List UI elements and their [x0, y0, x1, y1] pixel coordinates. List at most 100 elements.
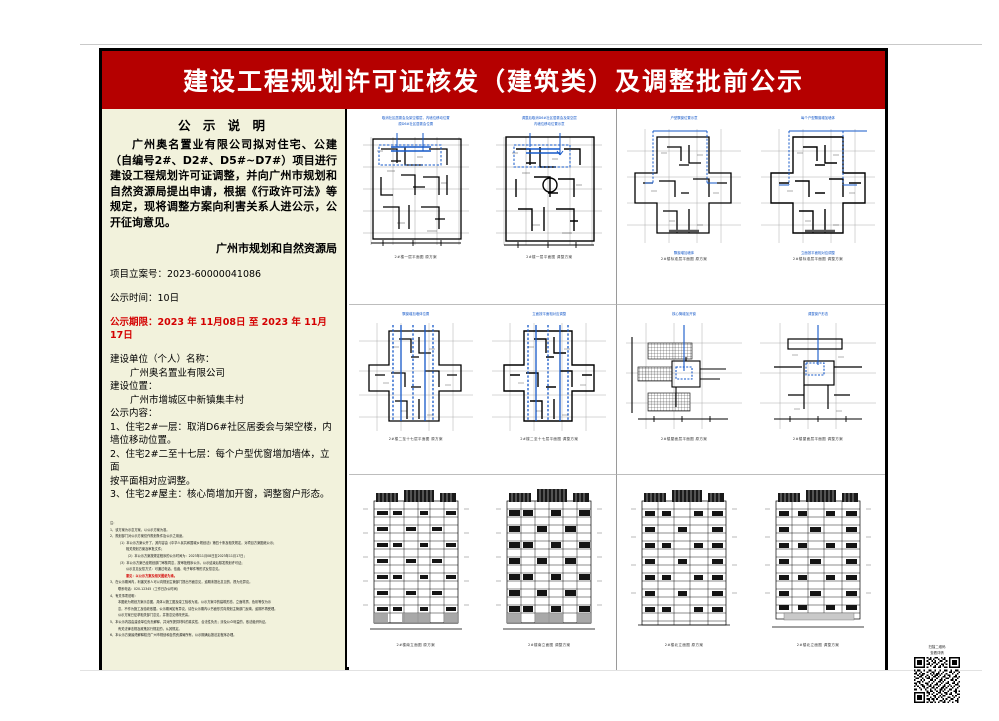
- plan-callout: 原D6#社区居委会位置: [398, 122, 434, 126]
- fineprint-line: （3）本公示方案已经规划部门审核同意，按审批程序公示，公示结束后核发规划许可证；: [118, 560, 245, 565]
- figure-caption: 2#楼二至十七层平面图 原方案: [388, 437, 443, 441]
- floorplan-drawing: [761, 129, 875, 243]
- qr-caption-line1: 扫描二维码: [928, 645, 946, 649]
- plan-callout: 取消社区居委会及架空楼层，内墙位移动位置: [381, 116, 450, 120]
- figure-caption: 2#楼屋面层平面图 原方案: [660, 437, 708, 441]
- build-unit-label: 建设单位（个人）名称：: [110, 354, 215, 365]
- floorplan-drawing: [492, 323, 607, 431]
- fineprint-line: 5、本公示内容由建设单位负责解释，并对所提供材料的真实性、合法性负责；涉及公众利…: [110, 619, 269, 624]
- build-location-value: 广州市增城区中新镇集丰村: [130, 394, 245, 406]
- fineprint-line: 意见：以公示方案及相关图纸为准。: [126, 573, 177, 578]
- case-number-value: 2023-60000041086: [167, 269, 262, 280]
- fineprint-line: 公示方案已征求相关部门意见，并按意见修改完善。: [118, 613, 192, 618]
- figure-elevation: 2#楼南立面图 调整方案: [493, 485, 605, 648]
- figure-roofplan: 调整窗户形态: [758, 311, 878, 442]
- build-unit-value: 广州奥名置业有限公司: [130, 367, 226, 379]
- figure-roofplan: 核心筒增加开窗: [624, 311, 744, 442]
- build-unit-row: 建设单位（个人）名称： 广州奥名置业有限公司: [110, 353, 337, 380]
- fineprint-line: 有关法律法规及政策另行规定的，从其规定。: [118, 626, 182, 631]
- plan-callout: 调整后取消D6#社区居委会及架空层: [521, 116, 577, 120]
- case-number-row: 项目立案号：2023-60000041086: [110, 268, 337, 281]
- fineprint-line: （2）本公示方案按规定程序的公示时间为：2023年11月08日至2023年11月…: [126, 553, 247, 558]
- case-number-label: 项目立案号：: [110, 269, 168, 280]
- figure-caption: 2#楼一层平面图 调整方案: [526, 255, 573, 259]
- fineprint-line: （1）本公示方案公开了，其内容由《中华人民共和国城乡规划法》第四十条及相关规定，…: [118, 540, 277, 545]
- qr-code-icon[interactable]: [914, 657, 960, 703]
- floorplan-drawing: [627, 129, 741, 243]
- fineprint-line: 2、规划部门对公示方案仅作规划条件及公示之用途。: [110, 534, 186, 539]
- floorplan-drawing: [362, 133, 469, 246]
- fineprint-line: 相关规划方案及审批文件；: [126, 547, 165, 552]
- elevation-drawing: [496, 489, 603, 630]
- period-value: 2023 年 11月08日 至 2023 年 11月17日: [110, 317, 327, 341]
- figure-caption: 2#楼标准层平面图 调整方案: [792, 257, 844, 261]
- figure-elevation: 2#楼北立面图 调整方案: [762, 485, 874, 648]
- figure-caption: 2#楼南立面图 原方案: [396, 643, 435, 647]
- notice-content-label: 公示内容：: [110, 408, 158, 419]
- drawing-panel-elev-row: 2#楼南立面图 原方案: [349, 475, 617, 670]
- figure-caption: 2#楼南立面图 调整方案: [528, 643, 571, 647]
- figure-floorplan: 每个户型飘窗增加墙体: [757, 115, 879, 262]
- fineprint-line: 联系电话：020-12345（工作日办公时间）: [118, 586, 180, 591]
- plan-callout: 飘窗增加墙体位置: [402, 312, 430, 316]
- legal-fineprint: 注： 1、该方案为示意方案，以公示方案为准。 2、规划部门对公示方案仅作规划条件…: [110, 521, 339, 640]
- drawing-panel-elev-row2: 2#楼北立面图 原方案: [617, 475, 885, 670]
- plan-callout: 飘窗增加墙体: [673, 251, 695, 255]
- figure-floorplan: 户型飘窗位置示意: [623, 115, 745, 262]
- info-paragraph: 广州奥名置业有限公司拟对住宅、公建（自编号2#、D2#、D5#~D7#）项目进行…: [110, 138, 337, 229]
- fineprint-line: 1、该方案为示意方案，以公示方案为准。: [110, 527, 170, 532]
- drawing-sheet-area: 取消社区居委会及架空楼层，内墙位移动位置 原D6#社区居委会位置: [349, 109, 885, 670]
- fineprint-line: 注：: [110, 521, 117, 525]
- plan-callout: 内墙位移动位置示意: [533, 122, 565, 126]
- fineprint-line: 公示意见反馈方式：可通过电话、信函、电子邮件等形式反馈意见。: [126, 567, 222, 572]
- drawing-panel-plan-row1: 取消社区居委会及架空楼层，内墙位移动位置 原D6#社区居委会位置: [349, 109, 617, 305]
- roofplan-drawing: [760, 323, 876, 429]
- figure-floorplan: 立面按平面相对应调整: [490, 311, 608, 442]
- notice-content-list: 1、住宅2#一层：取消D6#社区居委会与架空楼，内墙位移动位置。 2、住宅2#二…: [110, 421, 337, 502]
- drawing-panel-plan-row2: 飘窗增加墙体位置: [349, 305, 617, 475]
- period-row: 公示期限：2023 年 11月08日 至 2023 年 11月17日: [110, 316, 337, 342]
- figure-caption: 2#楼北立面图 调整方案: [796, 643, 840, 647]
- qr-caption-line2: 查看详情: [930, 651, 944, 655]
- elevation-drawing: [362, 490, 469, 630]
- page-title: 建设工程规划许可证核发（建筑类）及调整批前公示: [182, 67, 804, 96]
- figure-floorplan: 取消社区居委会及架空楼层，内墙位移动位置 原D6#社区居委会位置: [357, 115, 475, 260]
- period-label: 公示期限：: [110, 317, 158, 328]
- figure-elevation: 2#楼北立面图 原方案: [628, 485, 740, 648]
- notice-info-panel: 公 示 说 明 广州奥名置业有限公司拟对住宅、公建（自编号2#、D2#、D5#~…: [102, 109, 347, 670]
- notice-content-item: 1、住宅2#一层：取消D6#社区居委会与架空楼，内墙位移动位置。: [110, 421, 332, 447]
- plan-callout: 户型飘窗位置示意: [670, 116, 698, 120]
- notice-content-item: 3、住宅2#屋主：核心筒增加开窗，调整窗户形态。: [110, 489, 330, 500]
- title-banner: 建设工程规划许可证核发（建筑类）及调整批前公示: [102, 51, 885, 109]
- figure-elevation: 2#楼南立面图 原方案: [360, 485, 472, 648]
- roofplan-drawing: [626, 323, 742, 429]
- duration-row: 公示时间：10日: [110, 292, 337, 305]
- notice-content-item: 按平面相对应调整。: [110, 475, 196, 487]
- plan-callout: 每个户型飘窗增加墙体: [801, 116, 835, 120]
- figure-caption: 2#楼二至十七层平面图 调整方案: [520, 437, 579, 441]
- drawing-panel-plan-row2b: 核心筒增加开窗: [617, 305, 885, 475]
- build-location-row: 建设位置： 广州市增城区中新镇集丰村: [110, 380, 337, 407]
- fineprint-line: 6、本公示方案最终解释权归广州市规划和自然资源局所有，公示期满后按法定程序办理。: [110, 633, 237, 638]
- plan-callout: 调整窗户形态: [807, 312, 829, 316]
- plan-callout: 立面按平面相对应调整: [801, 251, 835, 255]
- fineprint-line: 本图纸为规划方案示意图，具体以施工图及竣工验收为准。公示方案中的建筑形态、立面材…: [118, 600, 271, 605]
- duration-label: 公示时间：: [110, 293, 158, 304]
- figure-floorplan: 飘窗增加墙体位置: [357, 311, 475, 442]
- sheet-top-rule: [80, 44, 982, 45]
- drawing-panel-plan-row1b: 户型飘窗位置示意: [617, 109, 885, 305]
- elevation-drawing: [631, 490, 737, 626]
- fineprint-line: 意，不作为施工及验收依据。公示期间如有异议，请在公示期内以书面形式向规划主管部门…: [118, 606, 278, 611]
- build-location-label: 建设位置：: [110, 381, 158, 392]
- fineprint-line: 3、在公示期间内，利害关系人可以向规划主管部门提出书面意见，逾期未提出意见的，视…: [110, 580, 253, 585]
- duration-value: 10日: [157, 293, 180, 304]
- fineprint-line: 4、有关事项说明：: [110, 593, 138, 598]
- figure-caption: 2#楼标准层平面图 原方案: [660, 257, 708, 261]
- qr-code-block: 扫描二维码 查看详情: [908, 645, 966, 703]
- figure-caption: 2#楼一层平面图 原方案: [394, 255, 437, 259]
- info-heading: 公 示 说 明: [177, 118, 270, 133]
- figure-floorplan: 调整后取消D6#社区居委会及架空层 内墙位移动位置示意: [490, 115, 608, 260]
- elevation-drawing: [765, 490, 871, 628]
- issuing-authority: 广州市规划和自然资源局: [216, 242, 337, 255]
- floorplan-drawing: [358, 323, 473, 431]
